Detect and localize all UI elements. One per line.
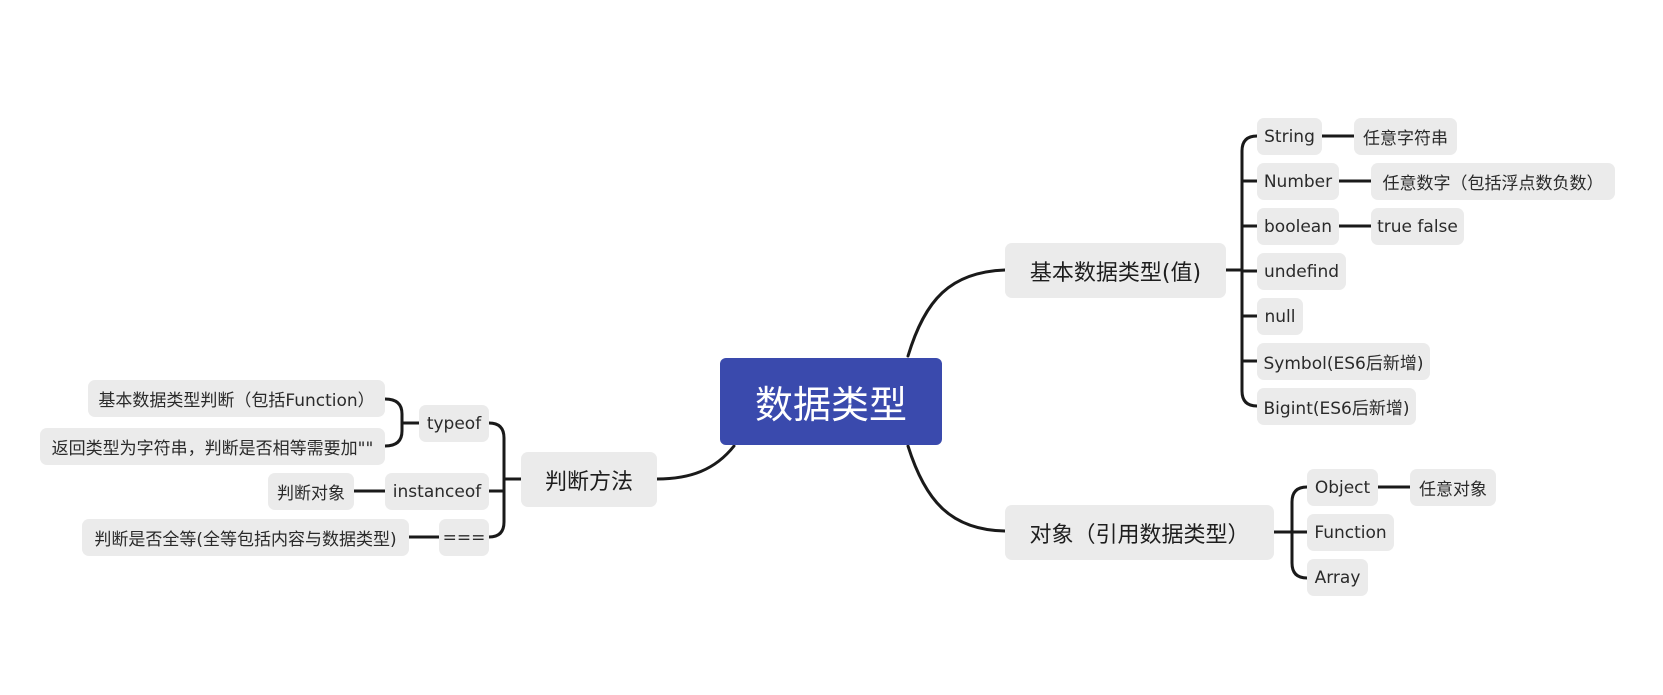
topic-methods[interactable]: 判断方法 bbox=[521, 452, 657, 507]
link-typeof-bracket bbox=[383, 397, 404, 448]
central-topic[interactable]: 数据类型 bbox=[720, 358, 942, 445]
note-typeof-basic[interactable]: 基本数据类型判断（包括Function） bbox=[88, 380, 385, 417]
topic-basic-types[interactable]: 基本数据类型(值) bbox=[1005, 243, 1226, 298]
detail-strict-equal[interactable]: 判断是否全等(全等包括内容与数据类型) bbox=[82, 519, 409, 556]
link-methods-bracket bbox=[487, 421, 506, 539]
subtopic-typeof[interactable]: typeof bbox=[419, 405, 489, 442]
subtopic-string[interactable]: String bbox=[1257, 118, 1322, 155]
link-central-methods bbox=[655, 444, 736, 481]
subtopic-boolean[interactable]: boolean bbox=[1257, 208, 1339, 245]
subtopic-object[interactable]: Object bbox=[1307, 469, 1378, 506]
subtopic-symbol[interactable]: Symbol(ES6后新增) bbox=[1257, 343, 1430, 380]
subtopic-number[interactable]: Number bbox=[1257, 163, 1339, 200]
note-typeof-return[interactable]: 返回类型为字符串，判断是否相等需要加"" bbox=[40, 428, 385, 465]
subtopic-function[interactable]: Function bbox=[1307, 514, 1394, 551]
detail-instanceof[interactable]: 判断对象 bbox=[268, 473, 354, 510]
subtopic-bigint[interactable]: Bigint(ES6后新增) bbox=[1257, 388, 1416, 425]
link-central-basic bbox=[906, 268, 1007, 358]
detail-string[interactable]: 任意字符串 bbox=[1354, 118, 1457, 155]
subtopic-strict-equal[interactable]: === bbox=[439, 519, 489, 556]
detail-number[interactable]: 任意数字（包括浮点数负数） bbox=[1371, 163, 1615, 200]
topic-object-types[interactable]: 对象（引用数据类型） bbox=[1005, 505, 1274, 560]
subtopic-instanceof[interactable]: instanceof bbox=[385, 473, 489, 510]
detail-object[interactable]: 任意对象 bbox=[1410, 469, 1496, 506]
link-central-object bbox=[906, 444, 1007, 533]
subtopic-null[interactable]: null bbox=[1257, 298, 1303, 335]
subtopic-undefind[interactable]: undefind bbox=[1257, 253, 1346, 290]
subtopic-array[interactable]: Array bbox=[1307, 559, 1368, 596]
detail-boolean[interactable]: true false bbox=[1371, 208, 1464, 245]
